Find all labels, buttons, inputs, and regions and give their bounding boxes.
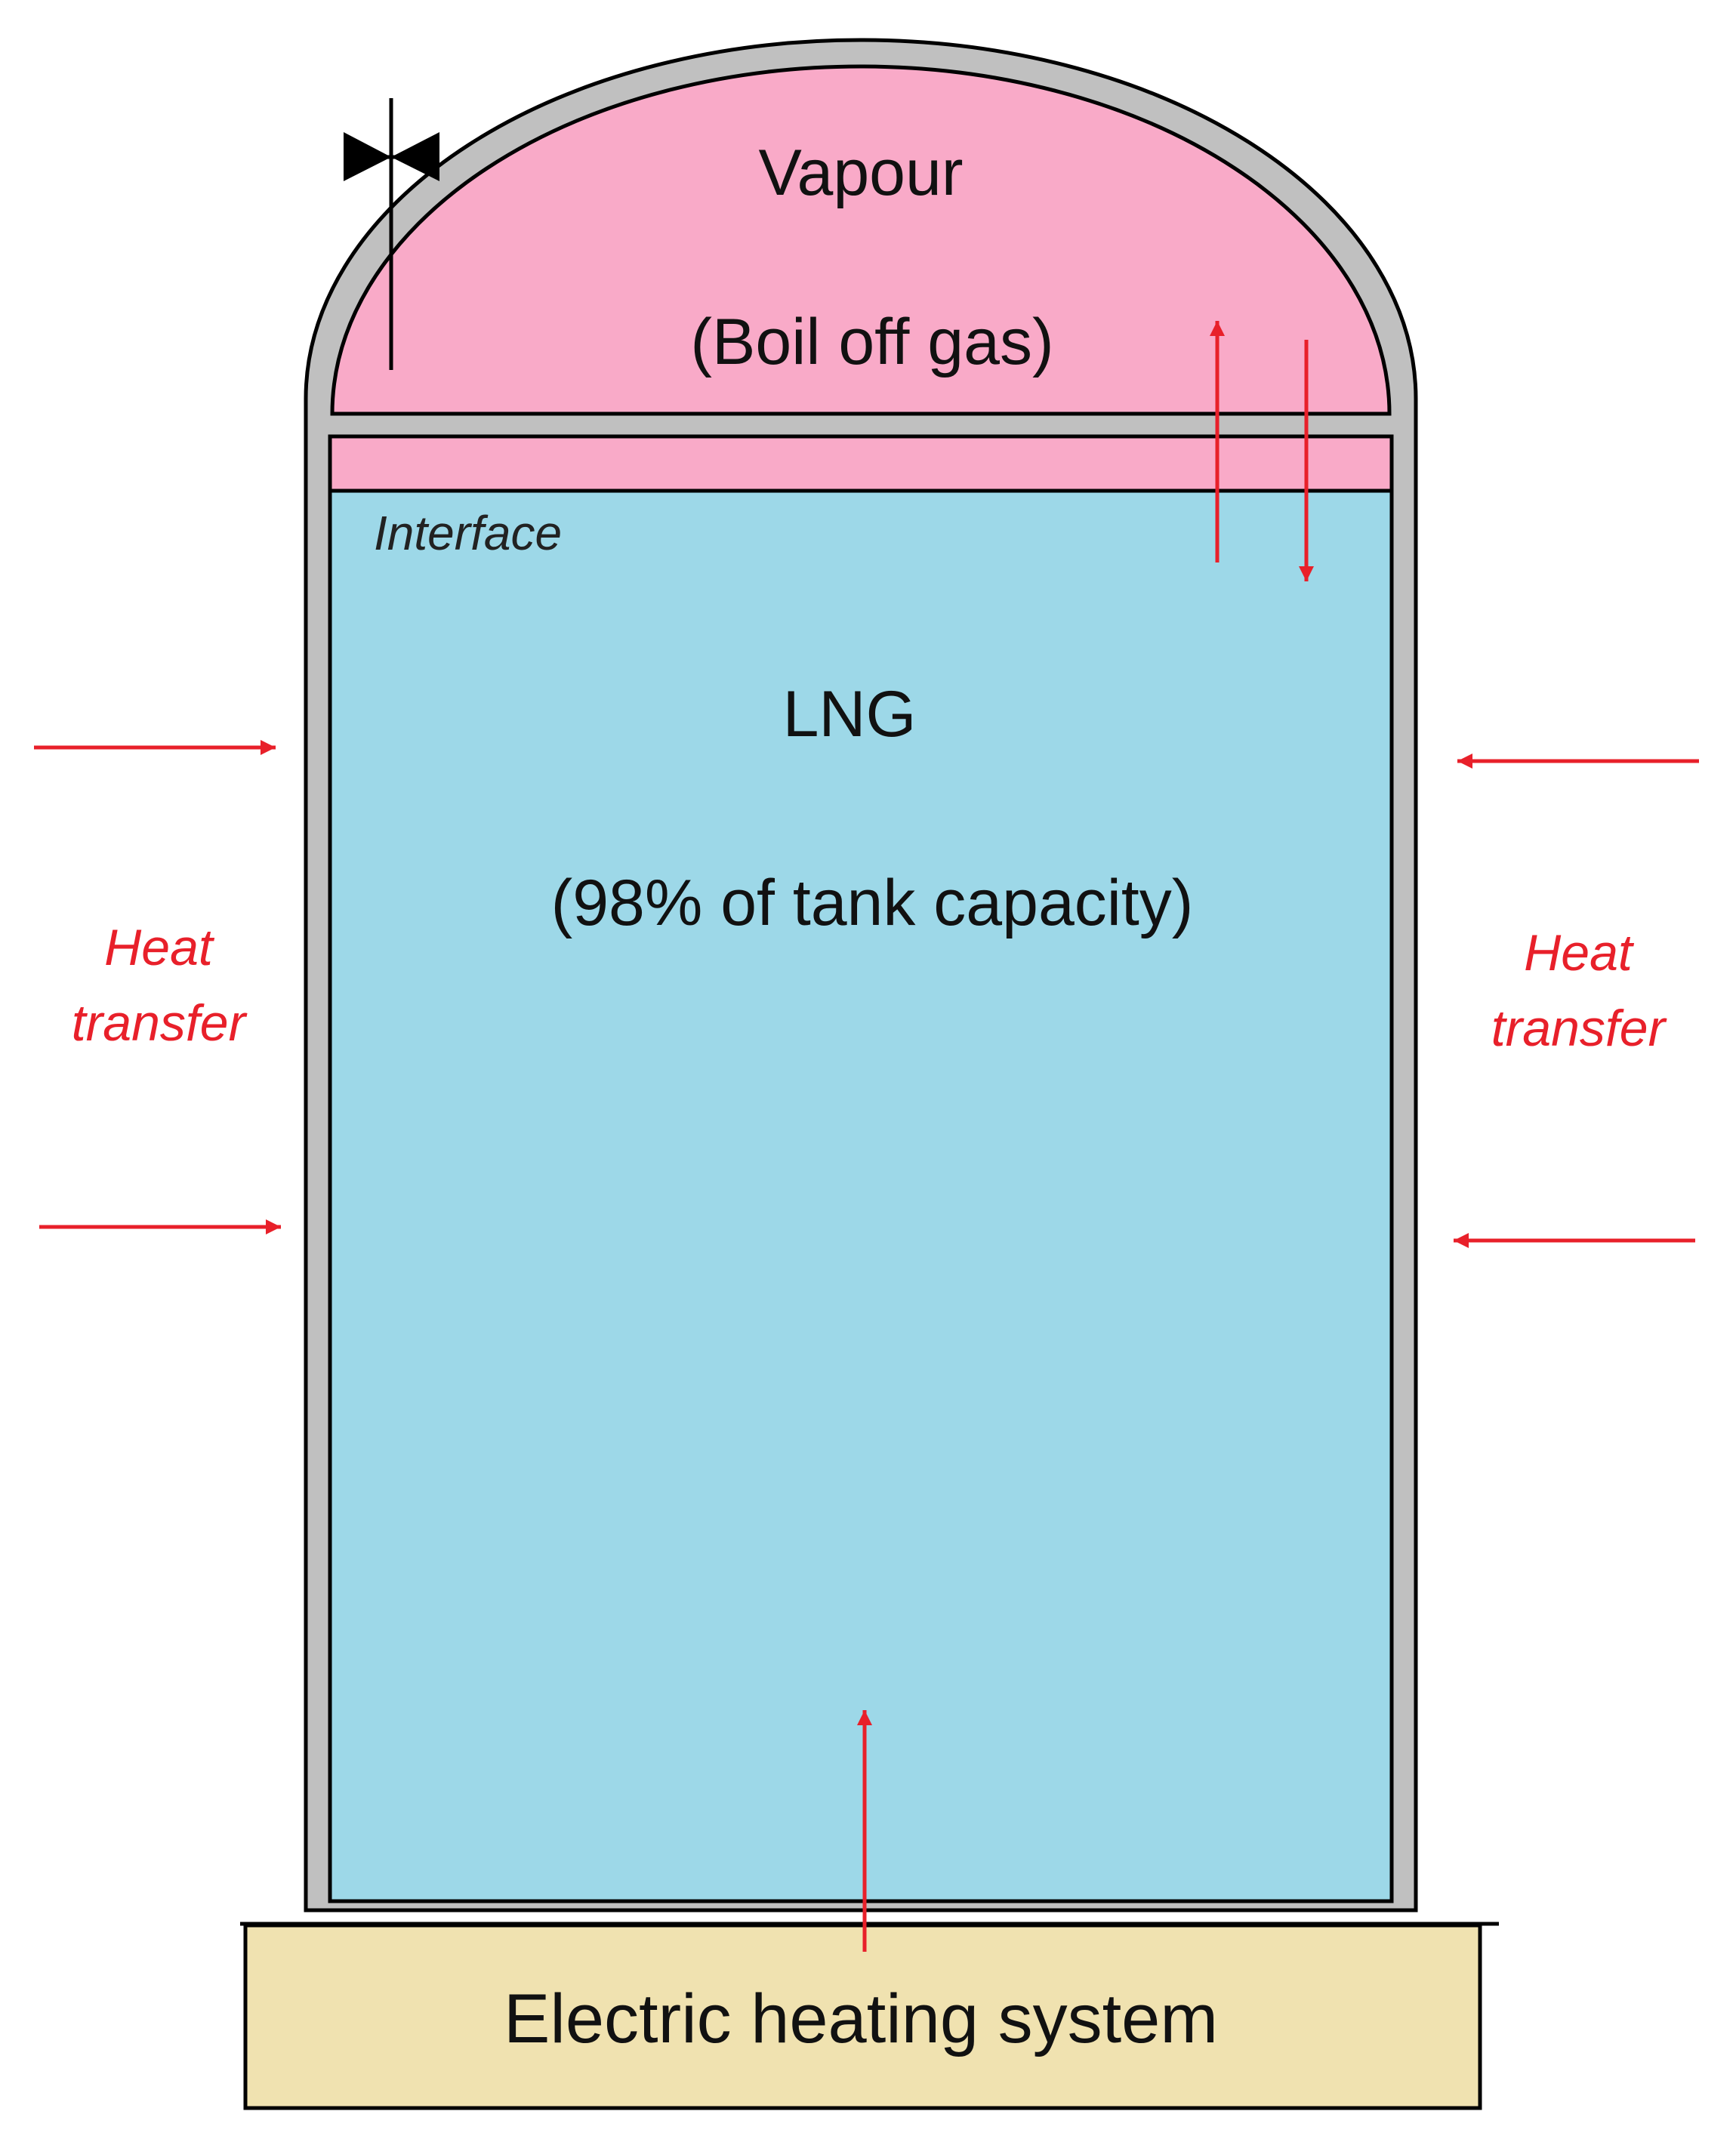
heat-left-line2: transfer (72, 994, 248, 1052)
vapour-region (330, 64, 1392, 416)
heat-right-line2: transfer (1491, 1000, 1667, 1057)
capacity-label: (98% of tank capacity) (551, 867, 1194, 939)
interface-label: Interface (374, 506, 562, 560)
boil-off-label: (Boil off gas) (690, 306, 1053, 378)
valve-icon (344, 98, 439, 370)
lng-label: LNG (783, 678, 917, 750)
heating-system-label: Electric heating system (504, 1980, 1218, 2057)
heat-right-line1: Heat (1524, 924, 1635, 982)
heat-left-line1: Heat (104, 919, 215, 976)
vapour-label: Vapour (759, 137, 964, 209)
lng-region (328, 489, 1394, 1903)
vapour-strip (328, 434, 1394, 493)
